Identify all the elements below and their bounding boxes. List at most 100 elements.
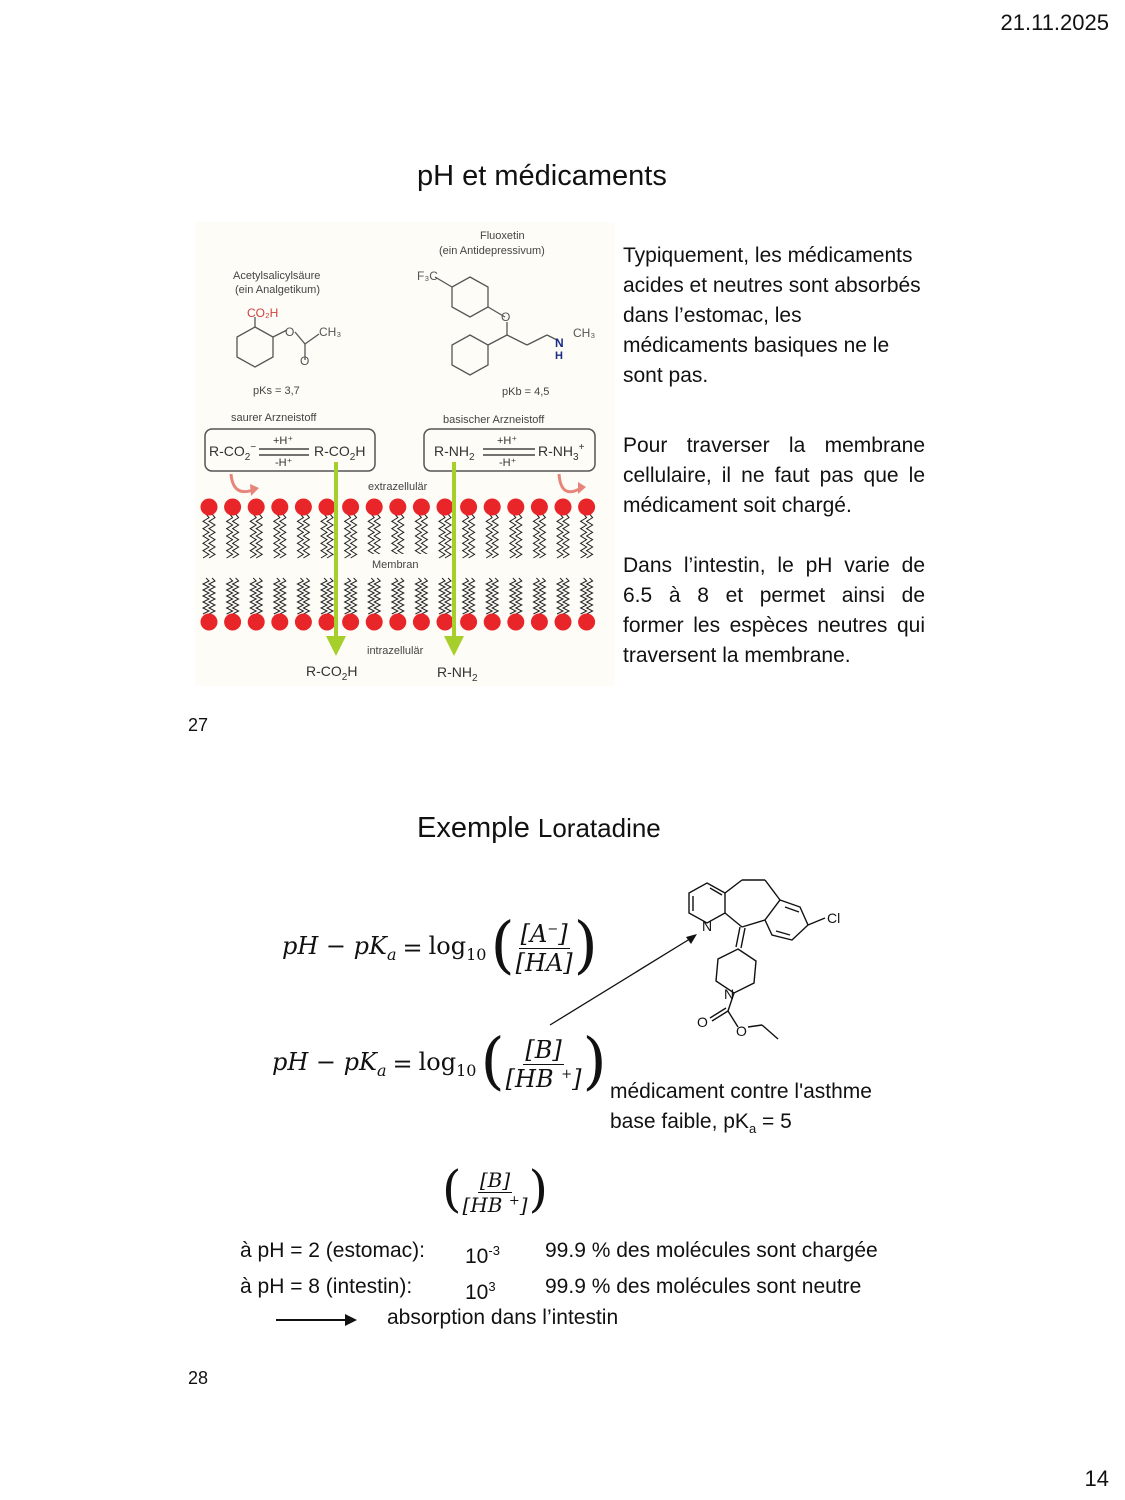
lipid-tail xyxy=(438,513,452,559)
lipid-head xyxy=(365,613,383,631)
lipid-tail xyxy=(201,577,217,615)
paragraph-3: Dans l’intestin, le pH varie de 6.5 à 8 … xyxy=(623,554,925,667)
row-label: à pH = 2 (estomac): xyxy=(240,1239,425,1262)
lipid-tail xyxy=(555,577,571,615)
base-class: (ein Antidepressivum) xyxy=(439,245,545,257)
lipid-tail xyxy=(485,513,500,559)
lipid-head xyxy=(318,613,336,631)
equation-base: pH − pKa = log10 ( [B] [HB +] ) xyxy=(272,1023,607,1097)
svg-text:R-CO2−: R-CO2− xyxy=(209,442,256,463)
acid-drug-label: saurer Arzneistoff xyxy=(231,412,317,424)
lipid-head xyxy=(578,613,596,631)
row-ratio: 10-3 xyxy=(465,1243,500,1268)
extra-label: extrazellulär xyxy=(368,481,428,493)
o1-label: O xyxy=(697,1014,708,1030)
aspirin-structure xyxy=(236,317,320,368)
lipid-tail xyxy=(249,577,264,615)
lipid-tail xyxy=(414,513,429,559)
lipid-bilayer xyxy=(200,498,596,631)
lipid-head xyxy=(554,498,572,516)
lipid-tail xyxy=(272,513,287,559)
acid-equilibrium-box xyxy=(204,428,376,472)
lipid-tail xyxy=(320,513,334,559)
row-text: 99.9 % des molécules sont chargée xyxy=(545,1239,878,1262)
lipid-tail xyxy=(485,577,500,615)
lipid-head xyxy=(412,498,430,516)
lipid-head xyxy=(483,613,501,631)
lipid-head xyxy=(578,498,596,516)
svg-text:O: O xyxy=(285,325,294,339)
equation-acid: pH − pKa = log10 ( [A−] [HA] ) xyxy=(282,907,598,981)
figure-background xyxy=(195,222,615,686)
curved-arrow-right xyxy=(557,473,582,494)
lipid-head xyxy=(436,498,454,516)
svg-text:CH₃: CH₃ xyxy=(319,325,341,339)
paragraph-2: Pour traverser la membrane cellulaire, i… xyxy=(623,434,925,517)
lipid-tail xyxy=(225,513,240,559)
conclusion-text: absorption dans l’intestin xyxy=(387,1306,619,1329)
loratadine-structure: N Cl N O O xyxy=(688,879,840,1040)
membran-label-bg xyxy=(367,554,431,574)
svg-text:R-NH3+: R-NH3+ xyxy=(538,442,585,463)
lipid-tail xyxy=(272,577,287,615)
svg-text:F₃C: F₃C xyxy=(417,269,438,283)
lipid-tail xyxy=(579,513,594,559)
lipid-head xyxy=(294,613,312,631)
lipid-head xyxy=(436,613,454,631)
lipid-tail xyxy=(556,513,570,559)
title-main: Exemple xyxy=(417,812,538,844)
lipid-tail xyxy=(532,577,547,615)
lipid-head xyxy=(224,498,242,516)
lipid-tail xyxy=(461,513,476,559)
svg-text:+H⁺: +H⁺ xyxy=(497,435,517,447)
row-ratio: 103 xyxy=(465,1279,496,1304)
lipid-tail xyxy=(508,577,523,615)
base-drug-label: basischer Arzneistoff xyxy=(443,414,545,426)
lipid-tail xyxy=(579,577,594,615)
lipid-tail xyxy=(343,577,358,615)
lipid-head xyxy=(389,613,407,631)
lipid-tail xyxy=(390,577,405,615)
svg-text:O: O xyxy=(300,354,309,368)
ratio-header: ( [B] [HB +] ) xyxy=(442,1159,549,1218)
paragraph-1: Typiquement, les médicaments acides et n… xyxy=(623,244,921,387)
lipid-tail xyxy=(508,513,523,559)
lipid-tail xyxy=(319,577,335,615)
lipid-head xyxy=(247,613,265,631)
slide-number-27: 27 xyxy=(188,715,209,735)
svg-text:N: N xyxy=(555,336,564,350)
lipid-tail xyxy=(461,577,476,615)
pointer-arrow xyxy=(549,934,697,1026)
base-product: R-NH2 xyxy=(437,664,478,684)
svg-text:O: O xyxy=(501,310,510,324)
lipid-head xyxy=(483,498,501,516)
n-pip-label: N xyxy=(724,986,734,1002)
lipid-head xyxy=(530,498,548,516)
lipid-head xyxy=(412,613,430,631)
lipid-head xyxy=(460,613,478,631)
base-name: Fluoxetin xyxy=(480,230,525,242)
o2-label: O xyxy=(736,1023,747,1039)
curved-arrow-left xyxy=(229,473,254,494)
lipid-head xyxy=(365,498,383,516)
row-intestin: à pH = 8 (intestin): 103 99.9 % des molé… xyxy=(240,1272,878,1308)
title-sub: Loratadine xyxy=(537,813,661,843)
slide-28-title: Exemple Loratadine xyxy=(417,812,661,845)
lipid-head xyxy=(342,498,360,516)
lipid-tail xyxy=(202,513,216,559)
lipid-tail xyxy=(367,513,382,559)
lipid-tail xyxy=(532,513,547,559)
membrane-figure: Acetylsalicylsäure (ein Analgetikum) CO₂… xyxy=(195,222,615,686)
lipid-head xyxy=(200,613,218,631)
caption-line-2: base faible, pKa = 5 xyxy=(610,1110,792,1137)
n-ring-label: N xyxy=(702,918,712,934)
row-text: 99.9 % des molécules sont neutre xyxy=(545,1275,862,1298)
row-label: à pH = 8 (intestin): xyxy=(240,1275,413,1298)
lipid-tail xyxy=(225,577,240,615)
svg-text:-H⁺: -H⁺ xyxy=(275,457,293,469)
lipid-head xyxy=(342,613,360,631)
membran-label: Membran xyxy=(372,559,418,571)
acid-name: Acetylsalicylsäure xyxy=(233,270,320,282)
base-equilibrium-box xyxy=(423,428,596,472)
row-estomac: à pH = 2 (estomac): 10-3 99.9 % des molé… xyxy=(240,1236,878,1272)
